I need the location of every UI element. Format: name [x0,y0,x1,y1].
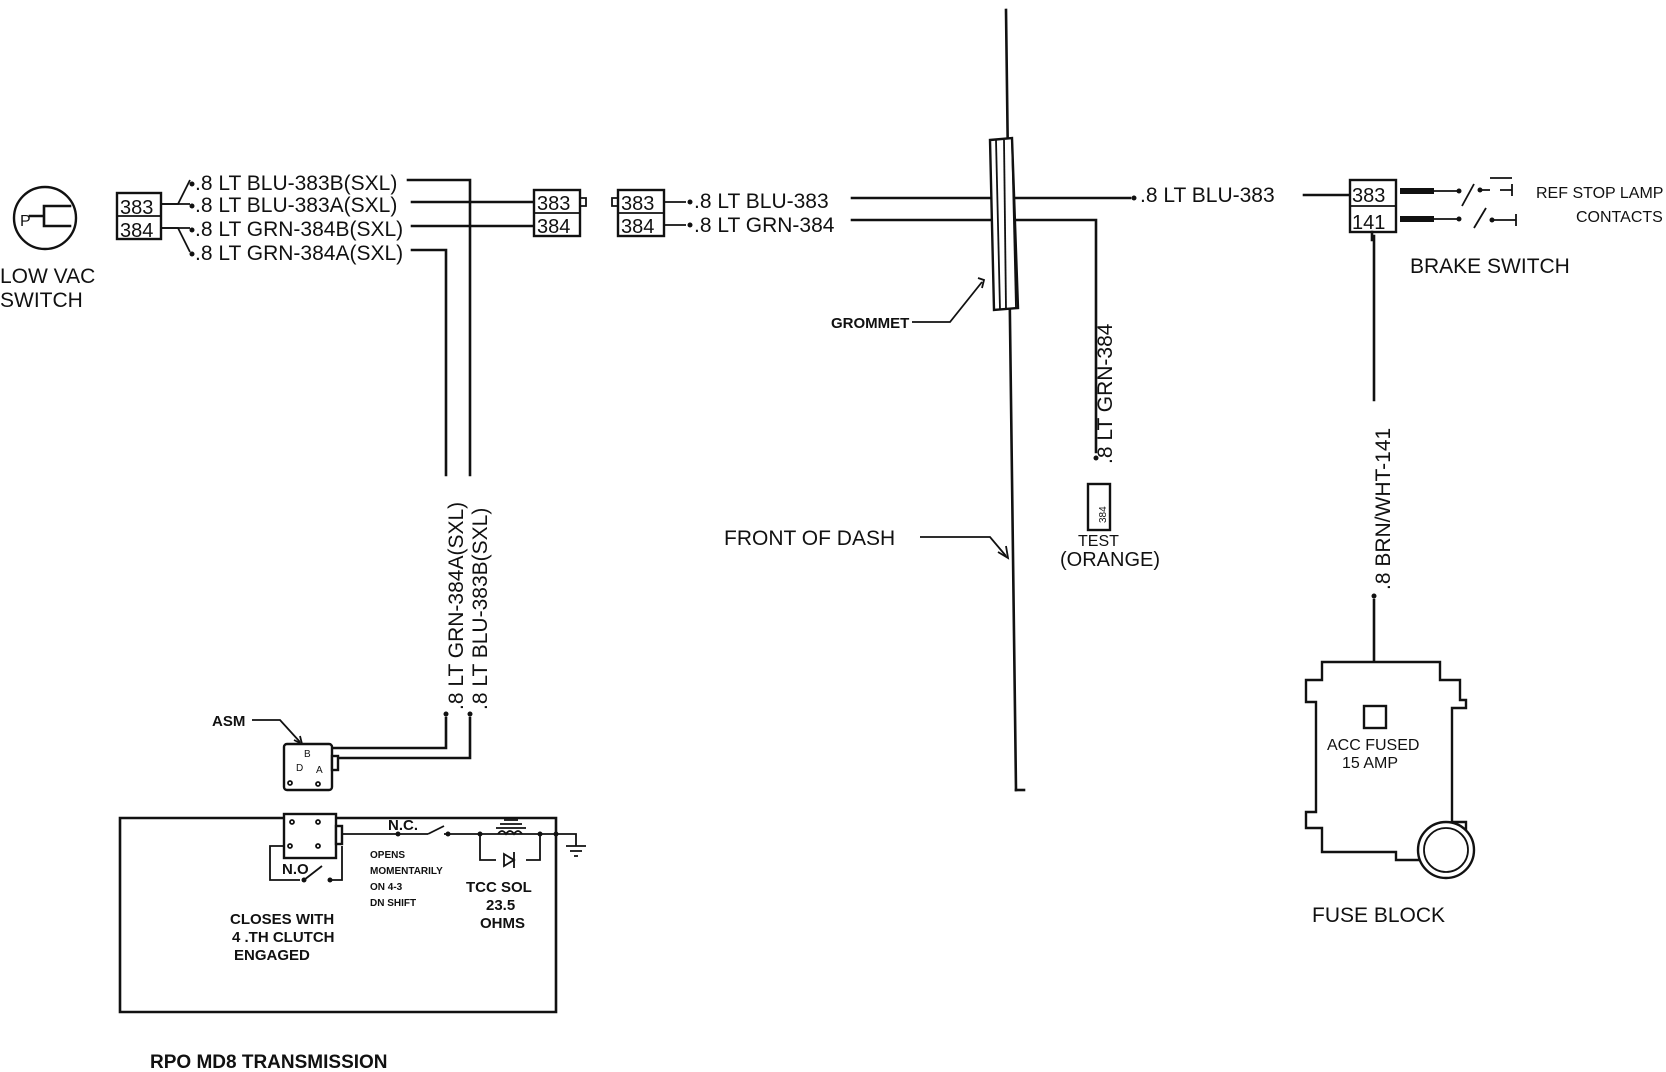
asm-leader [252,719,301,743]
left-connector-384: 384 [120,220,153,242]
brake-contacts-label-1: REF STOP LAMP [1536,185,1663,202]
acc-fuse-15a [1362,704,1388,730]
connector-a-383: 383 [537,193,570,215]
opens-label-1: OPENS [370,850,405,861]
left-connector: 383 384 [115,179,195,257]
opens-label-4: DN SHIFT [370,898,416,909]
test-connector: 384 [1086,482,1112,532]
vertical-wire-label-384a: .8 LT GRN-384A(SXL) [445,502,468,710]
test-wire-label: .8 LT GRN-384 [1094,323,1117,464]
test-label-orange: (ORANGE) [1060,549,1160,571]
fuse-wire-label: .8 BRN/WHT-141 [1372,428,1395,590]
fuse-label-2: 15 AMP [1342,755,1398,772]
tcc-label-3: OHMS [480,915,525,932]
low-vac-switch: P LOW VAC SWITCH [0,185,95,312]
nc-label: N.C. [388,817,418,834]
ground-symbol [556,833,586,857]
grommet [988,136,1020,312]
closes-label-1: CLOSES WITH [230,911,334,928]
test-connector-384: 384 [1098,506,1109,523]
wire-label-brake-383: .8 LT BLU-383 [1140,184,1275,207]
connector-a-384: 384 [537,216,570,238]
fuse-block-label: FUSE BLOCK [1312,904,1445,927]
wire-384a-to-asm [330,716,448,750]
wire-label-mid-384: .8 LT GRN-384 [694,214,835,237]
low-vac-switch-contacts [28,204,72,228]
connector-b: 383 384 [611,188,693,238]
asm-switch: B D A [282,742,340,792]
connector-b-383: 383 [621,193,654,215]
transmission-box [118,816,558,1014]
transmission-title: RPO MD8 TRANSMISSION [150,1052,388,1072]
wire-label-383b: .8 LT BLU-383B(SXL) [195,172,397,195]
fuse-block [1304,660,1476,880]
brake-switch-label: BRAKE SWITCH [1410,255,1570,278]
tcc-diode [503,852,516,868]
asm-label: ASM [212,713,245,730]
no-label: N.O [282,861,309,878]
asm-pin-d: D [296,763,303,774]
front-of-dash-leader [920,536,1007,557]
wire-384a-route [410,248,448,477]
fuse-label-1: ACC FUSED [1327,737,1419,754]
test-wire-text: .8 LT GRN-384 [1094,323,1117,464]
wire-141-upper [1370,230,1376,402]
wire-383b-to-asm [330,716,472,760]
wire-label-383a: .8 LT BLU-383A(SXL) [195,194,397,217]
brake-connector-141: 141 [1352,212,1385,234]
asm-pin-a: A [316,765,323,776]
vertical-wire-label-383b: .8 LT BLU-383B(SXL) [469,508,492,710]
closes-label-2: 4 .TH CLUTCH [232,929,335,946]
left-connector-383: 383 [120,197,153,219]
wire-383b-route [406,178,472,477]
grommet-leader [912,281,983,323]
connector-a: 383 384 [532,188,587,238]
wire-label-384b: .8 LT GRN-384B(SXL) [195,218,403,241]
nc-switch-contact [427,825,445,835]
opens-label-3: ON 4-3 [370,882,403,893]
low-vac-switch-label-2: SWITCH [0,289,83,312]
front-of-dash-panel [1004,8,1018,792]
tcc-label-2: 23.5 [486,897,515,914]
brake-switch-connector: 383 141 [1348,178,1398,234]
low-vac-switch-label-1: LOW VAC [0,265,95,288]
tcc-label-1: TCC SOL [466,879,532,896]
grommet-label: GROMMET [831,315,909,332]
asm-pin-b: B [304,749,311,760]
closes-label-3: ENGAGED [234,947,310,964]
transmission-connector [282,812,344,860]
tcc-solenoid [496,819,526,868]
connector-b-384: 384 [621,216,654,238]
brake-connector-383: 383 [1352,185,1385,207]
fuse-block-mount-hole [1416,820,1476,880]
brake-switch-contacts [1400,177,1517,229]
wire-label-mid-383: .8 LT BLU-383 [694,190,829,213]
low-vac-switch-p-glyph: P [20,213,31,230]
front-of-dash-label: FRONT OF DASH [724,527,895,550]
test-label: TEST [1078,533,1119,550]
brake-contacts-label-2: CONTACTS [1576,209,1663,226]
no-switch-contact [303,865,323,881]
wire-label-384a: .8 LT GRN-384A(SXL) [195,242,403,265]
opens-label-2: MOMENTARILY [370,866,443,877]
wire-384-to-test [850,218,1098,454]
